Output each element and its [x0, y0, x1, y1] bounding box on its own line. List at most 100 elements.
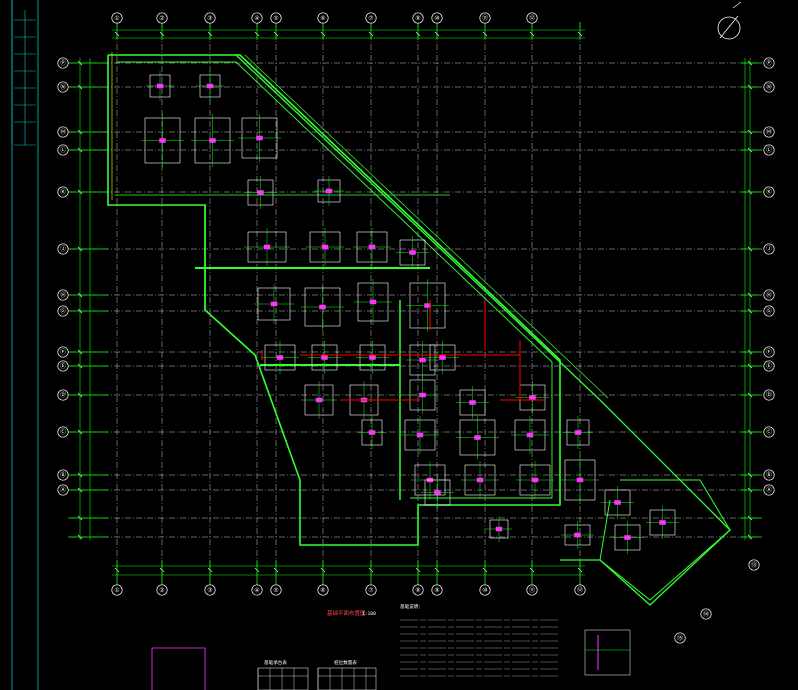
- axis-bubble-left: [57, 426, 69, 438]
- pile-caps: [141, 71, 679, 554]
- axis-bubble-left-label: Ⓙ: [60, 245, 66, 253]
- axis-bubble-top-label: ⑥: [320, 15, 325, 22]
- pile-marker: [469, 400, 476, 405]
- axis-bubble-left-label: Ⓕ: [60, 348, 66, 356]
- pile-marker: [434, 490, 441, 495]
- axis-bubble-right: [763, 469, 775, 481]
- dimension-lines: [77, 29, 753, 576]
- axis-bubble-bottom-label: ⑤: [273, 587, 278, 594]
- pile-marker: [624, 535, 631, 540]
- axis-bubble-bottom-label: ⑫: [577, 586, 583, 594]
- axis-bubble-top-label: ⑧: [415, 15, 420, 22]
- axis-bubble-left: [57, 360, 69, 372]
- axis-bubble-bottom: [156, 584, 168, 596]
- axis-bubble-right: [763, 144, 775, 156]
- building-outline: [107, 54, 561, 546]
- axis-bubble-diagonal: [748, 559, 760, 571]
- axis-bubble-top: [365, 12, 377, 24]
- axis-bubble-right-label: Ⓓ: [766, 391, 772, 399]
- pile-marker: [419, 392, 426, 398]
- pile-marker: [321, 355, 328, 360]
- north-arrow-line: [719, 15, 739, 39]
- drawing-title: 基础平面布置图: [327, 609, 366, 617]
- axis-bubble-top-label: ④: [254, 15, 259, 22]
- axis-bubble-bottom: [270, 584, 282, 596]
- axis-bubble-left-label: Ⓔ: [60, 362, 66, 370]
- axis-bubble-right: [763, 186, 775, 198]
- axis-bubble-top-label: ⑤: [273, 15, 278, 22]
- axis-bubble-left: [57, 186, 69, 198]
- axis-bubble-right-label: Ⓝ: [766, 83, 772, 91]
- axis-bubble-diagonal-label: ⑬: [751, 561, 757, 569]
- pile-marker: [369, 355, 376, 360]
- axis-bubble-bottom-label: ④: [254, 587, 259, 594]
- axis-bubble-left-label: Ⓚ: [60, 188, 66, 196]
- axis-bubble-left-label: Ⓑ: [60, 471, 66, 479]
- axis-bubble-right-label: Ⓗ: [766, 291, 772, 299]
- axis-bubble-bottom: [574, 584, 586, 596]
- pile-marker: [321, 244, 329, 250]
- axis-bubble-bottom-label: ①: [114, 587, 119, 594]
- axis-bubble-left-label: Ⓝ: [60, 83, 66, 91]
- axis-bubble-left-label: Ⓟ: [60, 59, 66, 67]
- pile-marker: [315, 397, 323, 403]
- pile-marker: [368, 430, 376, 435]
- axis-bubble-right-label: Ⓜ: [766, 128, 772, 136]
- axis-bubble-right: [763, 243, 775, 255]
- pile-marker: [531, 477, 539, 483]
- axis-bubble-top-label: ⑫: [529, 14, 535, 22]
- pile-marker: [206, 83, 214, 89]
- axis-bubble-left: [57, 57, 69, 69]
- north-circle: [717, 16, 741, 40]
- axis-bubble-right-label: Ⓚ: [766, 188, 772, 196]
- axis-bubble-right-label: Ⓔ: [766, 362, 772, 370]
- axis-bubble-bottom-label: ③: [207, 587, 212, 594]
- pile-marker: [529, 395, 536, 400]
- axis-bubble-left-label: Ⓓ: [60, 391, 66, 399]
- axis-bubble-bottom-label: ⑪: [529, 586, 535, 594]
- axis-bubble-bottom: [317, 584, 329, 596]
- axis-bubble-right: [763, 484, 775, 496]
- pile-marker: [319, 304, 326, 310]
- wall-section-detail: [584, 629, 631, 676]
- north-arrow-tip: [732, 1, 742, 9]
- pile-marker: [325, 188, 333, 194]
- pile-marker: [156, 83, 164, 89]
- pile-marker: [369, 299, 377, 305]
- pile-marker: [209, 138, 216, 143]
- wing-outline: [599, 479, 731, 601]
- axis-bubble-top-label: ①: [114, 15, 119, 22]
- pile-marker: [257, 190, 264, 195]
- axis-bubble-right-label: Ⓙ: [766, 245, 772, 253]
- axis-bubble-top: [526, 12, 538, 24]
- axis-bubble-top: [412, 12, 424, 24]
- pile-marker: [474, 435, 481, 440]
- axis-bubble-diagonal-label: ⑮: [677, 634, 683, 642]
- pile-marker: [476, 477, 484, 483]
- axis-bubble-bottom: [365, 584, 377, 596]
- axis-bubble-top: [317, 12, 329, 24]
- drawing-scale: 1:100: [362, 611, 376, 617]
- axis-bubble-right-label: Ⓟ: [766, 59, 772, 67]
- axis-bubble-left-label: Ⓛ: [60, 146, 66, 154]
- pile-marker: [416, 432, 424, 438]
- table-b: [317, 667, 377, 690]
- axis-bubble-top-label: ⑩: [434, 15, 439, 22]
- axis-bubble-bottom-label: ⑥: [320, 587, 325, 594]
- axis-bubble-top: [431, 12, 443, 24]
- axis-bubble-right: [763, 126, 775, 138]
- axis-bubble-bottom-label: ⑦: [368, 587, 373, 594]
- axis-bubble-bottom-label: ⑩: [482, 587, 487, 594]
- pile-marker: [439, 355, 446, 360]
- axis-bubble-right: [763, 81, 775, 93]
- pile-marker: [576, 477, 584, 483]
- axis-bubble-top-label: ⑪: [482, 14, 488, 22]
- axis-bubble-left: [57, 484, 69, 496]
- axis-bubble-right-label: Ⓕ: [766, 348, 772, 356]
- axis-bubble-bottom: [111, 584, 123, 596]
- table-a: [257, 667, 309, 690]
- axis-bubble-top-label: ⑦: [368, 15, 373, 22]
- pile-marker: [368, 244, 376, 250]
